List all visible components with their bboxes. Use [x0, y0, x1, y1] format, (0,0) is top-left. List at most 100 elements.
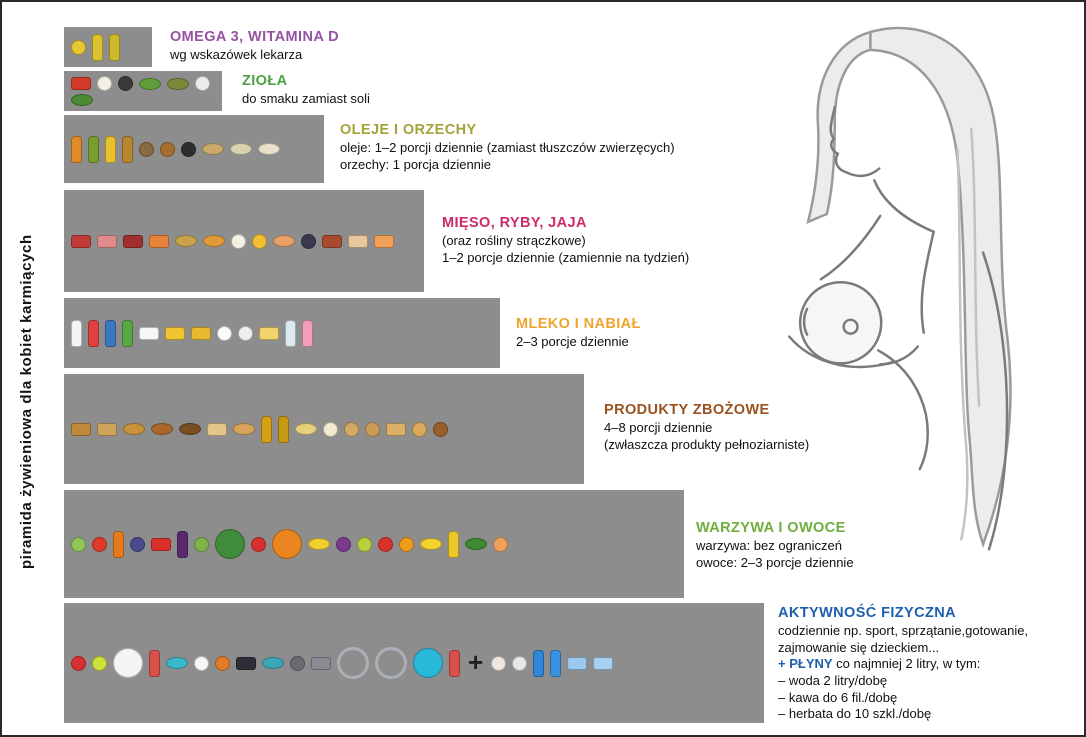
coffee-note: – kawa do 6 fil./dobę: [778, 689, 898, 705]
basketball-icon: [215, 655, 230, 671]
rice-icon: [323, 421, 338, 437]
mother-hair-right: [869, 26, 1012, 548]
baby-body: [877, 349, 929, 471]
grains-label: PRODUKTY ZBOŻOWE 4–8 porcji dziennie (zw…: [604, 402, 944, 453]
mother-hair-left: [806, 30, 872, 224]
mother-face-profile: [829, 105, 881, 178]
red-pepper-icon: [151, 537, 171, 551]
kettlebell-icon: [290, 655, 305, 671]
dried-herbs-icon: [167, 77, 189, 90]
ham-icon: [97, 234, 117, 248]
mother-hand: [879, 345, 920, 366]
tennis-racket-icon: [166, 657, 188, 669]
shuttlecock-icon: [194, 655, 209, 671]
vegetables-fruits-heading: WARZYWA I OWOCE: [696, 520, 846, 536]
shrimp-icon: [273, 235, 295, 247]
fluids-prefix: + PŁYNY: [778, 656, 833, 672]
mother-breastfeeding-illustration: [788, 26, 1012, 551]
grapes-icon: [336, 536, 351, 552]
cottage-cheese-icon: [217, 325, 232, 341]
vegetables-note: warzywa: bez ograniczeń: [696, 538, 842, 553]
poultry-icon: [348, 234, 368, 248]
pumpkin-icon: [272, 529, 302, 559]
fruits-note: owoce: 2–3 porcje dziennie: [696, 554, 854, 570]
water-bottle-icon: [533, 649, 545, 677]
corn-icon: [448, 530, 459, 558]
potatoes-icon: [344, 421, 359, 437]
herbs-heading: ZIOŁA: [242, 73, 288, 89]
fresh-herbs-icon: [139, 77, 161, 90]
milk-carton-icon: [105, 319, 116, 347]
olive-oil-bottle-icon: [122, 135, 133, 163]
tennis-ball-icon: [92, 655, 107, 671]
fish-fillet-icon: [374, 234, 394, 248]
oil-bottle-icon: [71, 135, 82, 163]
grains-portions-note: 4–8 porcji dziennie: [604, 420, 713, 435]
pear-icon: [357, 536, 372, 552]
coffee-cup-icon: [491, 655, 507, 671]
dairy-heading: MLEKO I NABIAŁ: [516, 316, 641, 332]
pyramid-vertical-title: piramida żywieniowa dla kobiet karmiącyc…: [18, 234, 35, 570]
boiled-egg-icon: [231, 233, 246, 249]
pyramid-level-herbs-bar: [64, 71, 222, 111]
black-olives-icon: [181, 141, 196, 157]
cabbage-icon: [194, 536, 209, 552]
pumpkin-seeds-icon: [230, 143, 252, 155]
yogurt-cup-icon: [139, 326, 159, 340]
wheat-ears-icon: [261, 415, 272, 443]
cheese-block-icon: [191, 326, 211, 340]
wheat-ears-icon: [278, 415, 289, 443]
orange-icon: [399, 536, 414, 552]
whole-fish-icon: [203, 235, 225, 247]
oils-note: oleje: 1–2 porcji dziennie (zamiast tłus…: [340, 140, 675, 155]
blueberries-icon: [130, 536, 145, 552]
fluids-note: + PŁYNY co najmniej 2 litry, w tym:: [778, 656, 1080, 673]
crispbread-icon: [386, 422, 406, 436]
chili-peppers-icon: [71, 77, 91, 90]
baby-face-hint: [802, 307, 809, 336]
bay-leaves-icon: [71, 94, 93, 106]
omega3-capsules-icon: [71, 39, 86, 55]
tomato-icon: [92, 536, 107, 552]
milk-carton-icon: [122, 319, 133, 347]
hazelnuts-icon: [160, 141, 175, 157]
bicycle-wheel-icon: [337, 647, 369, 679]
dumbbell-icon: [311, 656, 331, 670]
legumes-note: (oraz rośliny strączkowe): [442, 233, 586, 248]
salt-free-spice-icon: [195, 76, 210, 91]
oil-bottle-icon: [105, 135, 116, 163]
smoked-fish-icon: [175, 235, 197, 247]
mother-body-right: [981, 251, 1009, 551]
pyramid-level-supplements-bar: [64, 27, 152, 67]
strawberry-icon: [251, 536, 266, 552]
pretzel-icon: [433, 421, 448, 437]
raw-meat-icon: [71, 234, 91, 248]
sneaker-icon: [236, 656, 256, 670]
mother-neck-chest: [873, 179, 936, 334]
meat-portions-note: 1–2 porcje dziennie (zamiennie na tydzie…: [442, 249, 690, 265]
bread-roll-icon: [412, 421, 427, 437]
cream-cup-icon: [238, 325, 253, 341]
banana-icon: [308, 538, 330, 550]
water-bottle-icon: [550, 649, 562, 677]
kefir-bottle-icon: [285, 319, 296, 347]
fluids-rest: co najmniej 2 litry, w tym:: [832, 656, 981, 672]
walnuts-icon: [139, 141, 154, 157]
almonds-icon: [202, 143, 224, 155]
salmon-steak-icon: [149, 234, 169, 248]
croissant-icon: [233, 423, 255, 435]
oils-nuts-label: OLEJE I ORZECHY oleje: 1–2 porcji dzienn…: [340, 122, 770, 173]
hair-strand: [956, 147, 969, 541]
egg-yolk-icon: [252, 233, 267, 249]
dairy-portions-note: 2–3 porcje dziennie: [516, 334, 629, 349]
supplements-label: OMEGA 3, WITAMINA D wg wskazówek lekarza: [170, 29, 470, 64]
baguette-icon: [123, 423, 145, 435]
bread-slice-icon: [207, 422, 227, 436]
milk-carton-icon: [88, 319, 99, 347]
grains-heading: PRODUKTY ZBOŻOWE: [604, 402, 770, 418]
vegetables-fruits-label: WARZYWA I OWOCE warzywa: bez ograniczeń …: [696, 520, 996, 571]
water-note: – woda 2 litry/dobę: [778, 672, 888, 688]
herbs-note: do smaku zamiast soli: [242, 91, 370, 106]
lemon-icon: [420, 538, 442, 550]
